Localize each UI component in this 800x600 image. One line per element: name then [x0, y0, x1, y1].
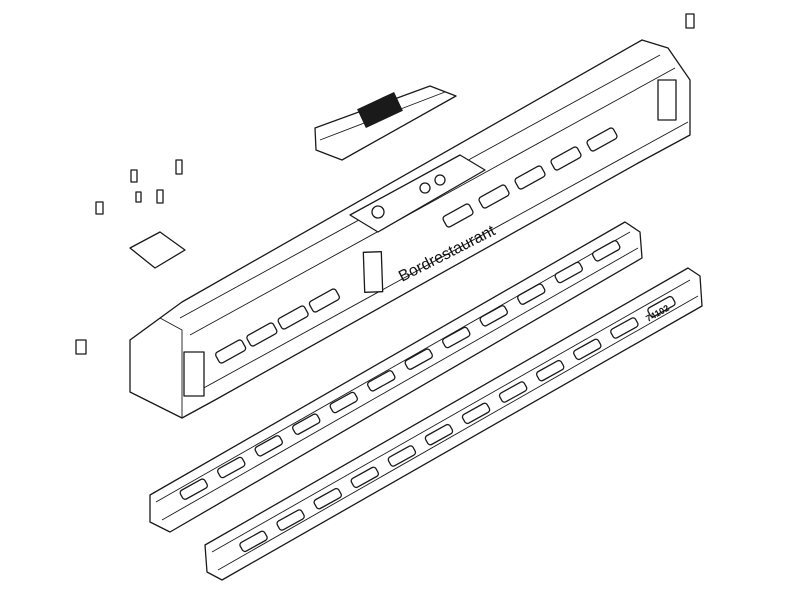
coupler-clip-front — [75, 339, 87, 355]
window — [442, 326, 471, 349]
roof-hatch — [314, 85, 457, 161]
side-frame-right — [204, 267, 703, 581]
window — [586, 127, 618, 152]
window — [350, 466, 380, 489]
window — [215, 339, 247, 364]
window — [550, 146, 582, 171]
window — [610, 317, 639, 339]
window — [479, 305, 508, 327]
window — [367, 370, 396, 392]
window — [517, 283, 546, 305]
window — [277, 305, 309, 330]
window — [535, 359, 565, 382]
window — [478, 184, 510, 209]
window — [573, 338, 602, 361]
window — [442, 203, 474, 228]
door — [362, 251, 384, 293]
window — [404, 348, 433, 370]
window — [554, 261, 583, 284]
screws — [95, 159, 183, 215]
window — [217, 456, 246, 479]
window — [246, 322, 278, 347]
door — [183, 351, 205, 397]
window — [592, 240, 621, 262]
side-frame-left — [149, 221, 643, 533]
window — [179, 478, 208, 500]
window — [387, 445, 417, 467]
window — [308, 288, 340, 313]
circuit-plate — [129, 231, 186, 269]
window — [647, 295, 676, 318]
window — [276, 509, 305, 531]
window — [498, 381, 528, 403]
window — [292, 413, 321, 435]
window — [313, 487, 342, 510]
window — [514, 165, 546, 190]
coupler-clip-rear — [685, 13, 695, 29]
window — [254, 435, 283, 457]
window — [329, 391, 358, 414]
window — [461, 402, 491, 425]
window — [424, 423, 454, 446]
window — [239, 530, 268, 553]
door — [657, 79, 677, 121]
